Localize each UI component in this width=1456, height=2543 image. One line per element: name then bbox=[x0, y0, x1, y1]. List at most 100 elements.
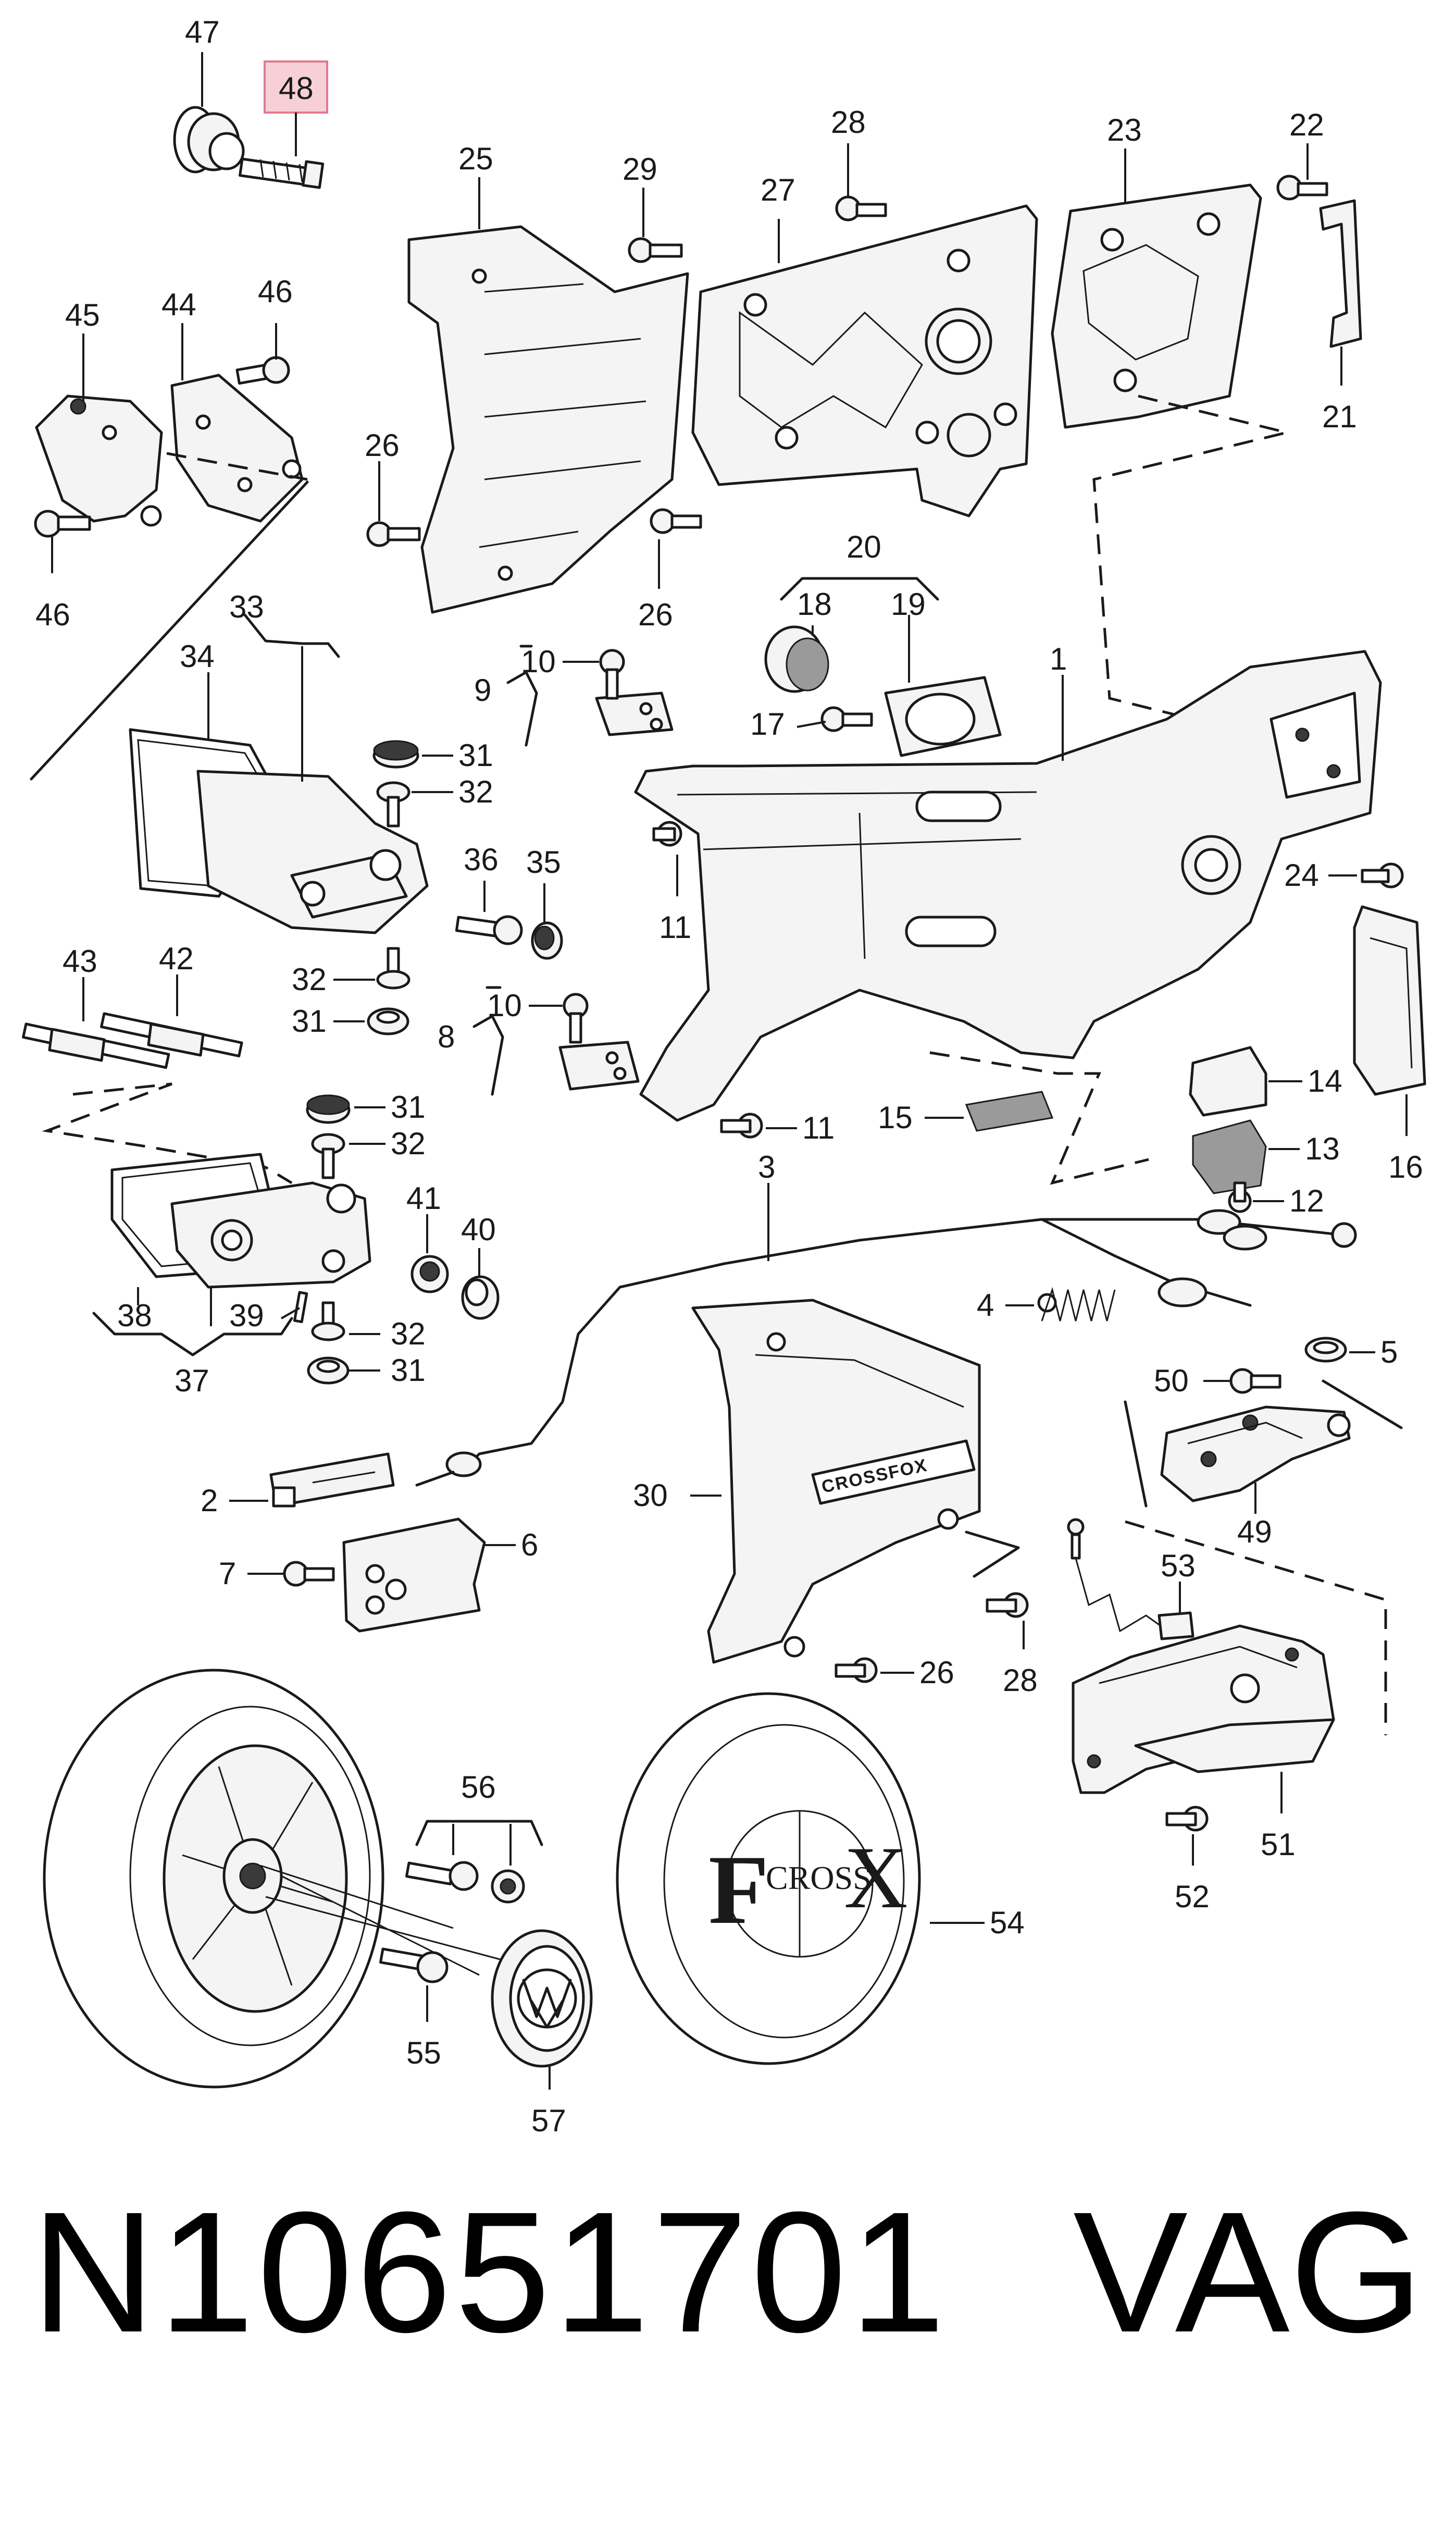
callout-17: 17 bbox=[750, 707, 785, 742]
callout-34: 34 bbox=[180, 639, 215, 674]
part-8-hinge-bracket bbox=[558, 1041, 640, 1091]
callout-28-top: 28 bbox=[831, 105, 866, 140]
part-17-screw bbox=[820, 706, 873, 732]
callout-46-top: 46 bbox=[258, 274, 293, 309]
callout-4: 4 bbox=[977, 1288, 994, 1323]
part-11-bolt-bottom bbox=[720, 1113, 763, 1139]
part-15-pad bbox=[965, 1091, 1054, 1132]
callout-2: 2 bbox=[201, 1483, 218, 1518]
part-31-bushing-a bbox=[372, 740, 419, 769]
callout-49: 49 bbox=[1237, 1514, 1272, 1549]
callout-26-c: 26 bbox=[919, 1655, 954, 1690]
part-12-screw bbox=[1228, 1181, 1252, 1213]
callout-31-c: 31 bbox=[391, 1090, 426, 1125]
callout-42: 42 bbox=[159, 941, 194, 976]
part-9-hinge-bracket bbox=[595, 692, 674, 736]
brand-code-label: VAG bbox=[1073, 2176, 1424, 2368]
callout-10-bottom: 10 bbox=[487, 988, 522, 1023]
callout-54: 54 bbox=[990, 1905, 1025, 1940]
callout-1: 1 bbox=[1050, 641, 1067, 676]
part-1-main-frame bbox=[634, 650, 1382, 1122]
part-37-hinge-arm bbox=[170, 1181, 371, 1289]
callout-16: 16 bbox=[1388, 1150, 1423, 1184]
callout-32-a: 32 bbox=[458, 774, 493, 809]
part-32-washer-d bbox=[311, 1301, 345, 1341]
part-18-plug bbox=[764, 625, 829, 693]
callout-37: 37 bbox=[175, 1363, 209, 1398]
part-47-washer bbox=[173, 106, 245, 174]
callout-26-b: 26 bbox=[638, 597, 673, 632]
part-32-washer-b bbox=[376, 947, 410, 990]
callout-47: 47 bbox=[185, 15, 220, 50]
tire-cover-word-cross: CROSS bbox=[766, 1859, 872, 1896]
callout-15: 15 bbox=[878, 1100, 913, 1135]
part-28-screw-bottom bbox=[986, 1592, 1029, 1618]
callout-32-b: 32 bbox=[292, 962, 327, 997]
part-50-screw bbox=[1229, 1368, 1281, 1394]
callout-52: 52 bbox=[1175, 1879, 1210, 1914]
callout-18: 18 bbox=[797, 587, 832, 622]
part-46-screw-bottom bbox=[34, 510, 91, 538]
callout-31-d: 31 bbox=[391, 1353, 426, 1388]
callout-8: 8 bbox=[438, 1019, 455, 1054]
part-53-sensor-wire bbox=[1067, 1518, 1194, 1640]
part-49-latch bbox=[1160, 1405, 1351, 1502]
part-32-washer-a bbox=[376, 781, 410, 828]
callout-45: 45 bbox=[65, 298, 100, 332]
part-42-rod bbox=[100, 1012, 243, 1058]
callout-46-bottom: 46 bbox=[35, 597, 70, 632]
part-30-rear-trim-panel: CROSSFOX bbox=[691, 1299, 981, 1664]
part-31-bushing-c bbox=[306, 1094, 351, 1124]
part-28-screw-top bbox=[835, 195, 887, 221]
part-5-clip bbox=[1304, 1337, 1347, 1363]
callout-14: 14 bbox=[1308, 1064, 1342, 1098]
tire-cover-letter-f: F bbox=[708, 1835, 769, 1945]
part-26-screw-a bbox=[366, 521, 421, 547]
callout-13: 13 bbox=[1305, 1131, 1340, 1166]
part-40-cap bbox=[461, 1275, 500, 1320]
part-39-pin bbox=[293, 1291, 308, 1324]
callout-9: 9 bbox=[474, 673, 491, 708]
callout-30: 30 bbox=[633, 1478, 668, 1513]
part-16-end-cap bbox=[1353, 905, 1426, 1096]
part-26-screw-c bbox=[835, 1657, 878, 1683]
callout-41: 41 bbox=[406, 1181, 441, 1216]
callout-25: 25 bbox=[458, 141, 493, 176]
callout-21: 21 bbox=[1322, 399, 1357, 434]
part-31-bushing-b bbox=[367, 1007, 409, 1035]
part-32-washer-c bbox=[311, 1133, 345, 1179]
callout-24: 24 bbox=[1284, 858, 1319, 893]
part-11-bolt-top bbox=[652, 821, 682, 847]
part-7-screw bbox=[283, 1561, 335, 1587]
part-25-side-panel bbox=[407, 225, 689, 614]
callout-50: 50 bbox=[1154, 1363, 1189, 1398]
callout-43: 43 bbox=[63, 944, 97, 979]
part-14-stop-block bbox=[1189, 1046, 1267, 1117]
callout-38: 38 bbox=[117, 1298, 152, 1333]
part-36-bolt bbox=[455, 915, 523, 945]
part-45-hinge-bracket bbox=[35, 394, 163, 523]
callout-22: 22 bbox=[1289, 107, 1324, 142]
part-number-label: N10651701 bbox=[31, 2176, 949, 2368]
callout-33: 33 bbox=[229, 589, 264, 624]
callout-51: 51 bbox=[1261, 1827, 1296, 1862]
part-52-screw bbox=[1165, 1806, 1209, 1832]
callout-19: 19 bbox=[891, 587, 926, 622]
part-43-rod bbox=[22, 1022, 170, 1069]
callout-29: 29 bbox=[623, 152, 657, 187]
callout-48: 48 bbox=[279, 71, 314, 106]
callout-28-bottom: 28 bbox=[1003, 1663, 1038, 1698]
callout-35: 35 bbox=[526, 845, 561, 880]
part-46-screw-top bbox=[235, 356, 290, 385]
callout-7: 7 bbox=[219, 1556, 236, 1591]
callout-20: 20 bbox=[847, 529, 881, 564]
part-10-pin-top bbox=[599, 649, 625, 700]
part-56-wheel-bolts bbox=[405, 1861, 525, 1904]
part-2-cable-end-sleeve bbox=[269, 1452, 395, 1508]
part-26-screw-b bbox=[650, 508, 702, 534]
callout-5: 5 bbox=[1380, 1335, 1398, 1369]
part-33-hinge-arm bbox=[196, 770, 429, 934]
callout-6: 6 bbox=[521, 1527, 538, 1562]
callout-55: 55 bbox=[406, 2035, 441, 2070]
